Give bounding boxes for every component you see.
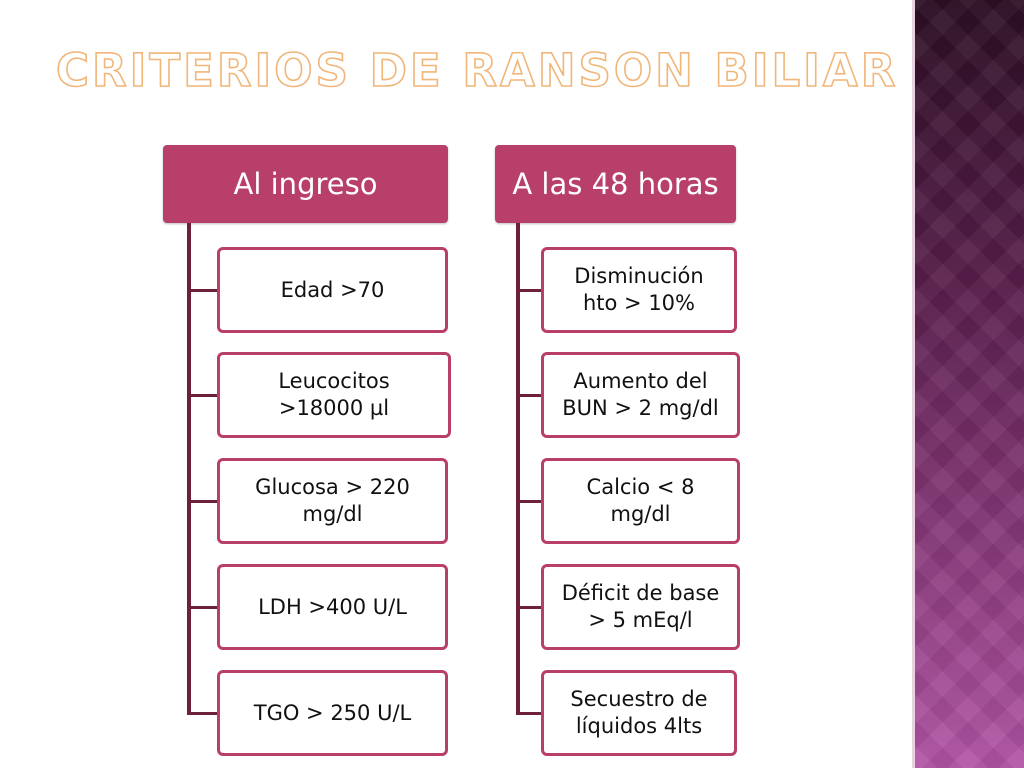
- connector-branch: [187, 500, 218, 503]
- column-header-48-horas: A las 48 horas: [495, 145, 736, 223]
- connector-branch: [187, 606, 218, 609]
- criterion-box-tgo: TGO > 250 U/L: [217, 670, 448, 756]
- criterion-box-glucosa: Glucosa > 220 mg/dl: [217, 458, 448, 544]
- criterion-box-ldh: LDH >400 U/L: [217, 564, 448, 650]
- criterion-box-edad: Edad >70: [217, 247, 448, 333]
- connector-trunk-48-horas: [516, 223, 520, 715]
- connector-branch: [187, 394, 218, 397]
- connector-branch: [516, 606, 542, 609]
- criterion-box-leucocitos: Leucocitos >18000 µl: [217, 352, 451, 438]
- connector-branch: [516, 500, 542, 503]
- side-decoration-band: [912, 0, 1024, 768]
- connector-trunk-al-ingreso: [187, 223, 191, 715]
- connector-branch: [516, 289, 542, 292]
- criterion-box-deficit-base: Déficit de base > 5 mEq/l: [541, 564, 740, 650]
- criterion-box-secuestro-liquidos: Secuestro de líquidos 4lts: [541, 670, 737, 756]
- side-band-edge: [912, 0, 915, 768]
- column-header-al-ingreso: Al ingreso: [163, 145, 448, 223]
- criterion-box-calcio: Calcio < 8 mg/dl: [541, 458, 740, 544]
- criterion-box-hematocrito: Disminución hto > 10%: [541, 247, 737, 333]
- connector-branch: [187, 712, 218, 715]
- criterion-box-bun: Aumento del BUN > 2 mg/dl: [541, 352, 740, 438]
- connector-branch: [516, 712, 542, 715]
- slide-title: CRITERIOS DE RANSON BILIAR: [55, 43, 899, 98]
- connector-branch: [516, 394, 542, 397]
- connector-branch: [187, 289, 218, 292]
